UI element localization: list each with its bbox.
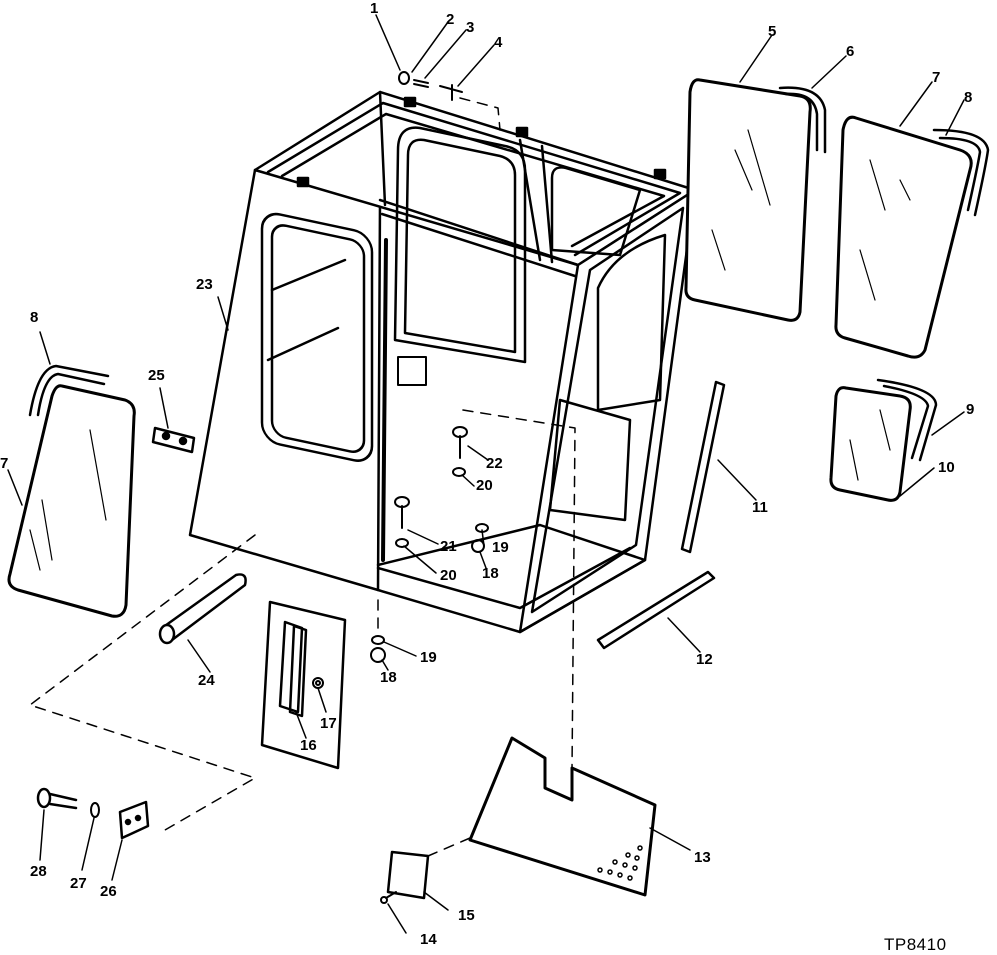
glass-pane-7-right: [834, 115, 973, 359]
callout-9: 9: [966, 401, 974, 418]
callout-6: 6: [846, 43, 854, 60]
callout-19-upper: 19: [492, 539, 509, 556]
callout-7-left: 7: [0, 455, 8, 472]
glass-pane-10: [829, 386, 912, 502]
callout-8-left: 8: [30, 309, 38, 326]
callout-8-right: 8: [964, 89, 972, 106]
trim-strip-12: [596, 570, 716, 650]
glass-pane-7-left: [7, 384, 136, 618]
callout-12: 12: [696, 651, 713, 668]
cab-frame: [188, 90, 697, 634]
callout-20-upper: 20: [476, 477, 493, 494]
clip-plate-25: [151, 426, 196, 454]
callout-15: 15: [458, 907, 475, 924]
pin-rod-24: [158, 573, 247, 645]
callout-28: 28: [30, 863, 47, 880]
washer-27: [90, 802, 100, 818]
seal-strip-6: [778, 86, 827, 154]
seal-strip-9: [876, 378, 938, 462]
cover-plate-15: [386, 850, 430, 900]
callout-27: 27: [70, 875, 87, 892]
callout-5: 5: [768, 23, 776, 40]
trim-strip-11: [680, 380, 726, 554]
callout-20-lower: 20: [440, 567, 457, 584]
callout-25: 25: [148, 367, 165, 384]
callout-21: 21: [440, 538, 457, 555]
glass-pane-5: [684, 78, 812, 322]
callout-24: 24: [198, 672, 215, 689]
callout-16: 16: [300, 737, 317, 754]
callout-labels: 1 2 3 4 5 6 7 8 9 10 11 12 13 14 15 16 1…: [0, 0, 974, 948]
bracket-26: [118, 800, 150, 840]
bolt-28: [36, 787, 78, 810]
hinge-bracket-panel-16: [260, 600, 347, 770]
callout-13: 13: [694, 849, 711, 866]
diagram-code: TP8410: [884, 935, 947, 954]
roof-hardware-1-4: [398, 71, 463, 101]
callout-26: 26: [100, 883, 117, 900]
assembly-lines: [29, 97, 576, 857]
callout-17: 17: [320, 715, 337, 732]
seal-strip-8-right: [932, 128, 990, 217]
seal-strip-8-left: [28, 364, 110, 417]
callout-1: 1: [370, 0, 378, 17]
callout-14: 14: [420, 931, 437, 948]
callout-18-lower: 18: [380, 669, 397, 686]
screw-14: [380, 891, 397, 904]
leader-lines: [7, 14, 965, 934]
callout-22: 22: [486, 455, 503, 472]
callout-18-upper: 18: [482, 565, 499, 582]
callout-4: 4: [494, 34, 503, 51]
callout-10: 10: [938, 459, 955, 476]
callout-23: 23: [196, 276, 213, 293]
callout-19-lower: 19: [420, 649, 437, 666]
floor-bolts-18-22: [370, 426, 489, 663]
callout-7-right: 7: [932, 69, 940, 86]
callout-3: 3: [466, 19, 474, 36]
callout-11: 11: [752, 499, 768, 516]
floor-plate-13: [468, 736, 657, 897]
callout-2: 2: [446, 11, 454, 28]
